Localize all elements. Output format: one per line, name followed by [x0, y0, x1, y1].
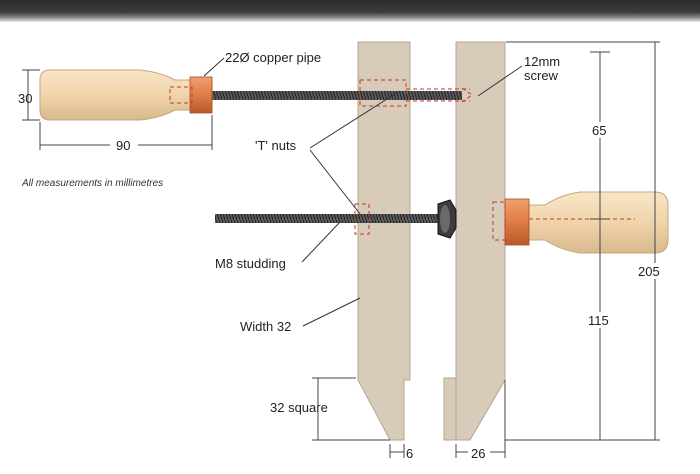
left-jaw	[357, 41, 411, 441]
washer	[440, 205, 450, 233]
lower-handle	[504, 191, 669, 254]
lower-len-value: 115	[588, 313, 609, 328]
screw-leader	[477, 65, 523, 97]
copper-pipe-leader	[203, 57, 225, 77]
lower-hidden-socket	[492, 201, 506, 241]
upper-studding	[210, 91, 462, 100]
right-jaw-foot	[443, 377, 457, 441]
handle-len-value: 90	[116, 138, 130, 153]
measurements-note: All measurements in millimetres	[21, 178, 163, 189]
upper-hidden-rod-end	[169, 86, 193, 104]
square-label: 32 square	[270, 400, 328, 415]
top-frame-bar	[0, 0, 700, 22]
upper-copper-ferrule	[189, 76, 213, 114]
upper-handle	[39, 69, 213, 121]
overall-value: 205	[638, 264, 660, 279]
lower-copper-ferrule	[504, 198, 530, 246]
tip-right-value: 26	[471, 446, 485, 461]
screw-label-line2: screw	[524, 68, 559, 83]
t-nuts-label: 'T' nuts	[255, 138, 297, 153]
upper-gap-value: 65	[592, 123, 606, 138]
copper-pipe-label: 22Ø copper pipe	[225, 50, 321, 65]
upper-t-nut-hidden	[359, 79, 407, 107]
handle-dia-value: 30	[18, 91, 32, 106]
tip-left-value: 6	[406, 446, 413, 461]
t-nuts-leader-upper	[309, 91, 399, 149]
width-label: Width 32	[240, 319, 291, 334]
studding-label: M8 studding	[215, 256, 286, 271]
lower-studding	[215, 214, 445, 223]
studding-leader	[301, 221, 341, 263]
screw-label-line1: 12mm	[524, 54, 560, 69]
lower-t-nut-hidden	[354, 203, 370, 235]
t-nuts-leader-lower	[309, 149, 361, 215]
width-leader	[302, 297, 361, 327]
